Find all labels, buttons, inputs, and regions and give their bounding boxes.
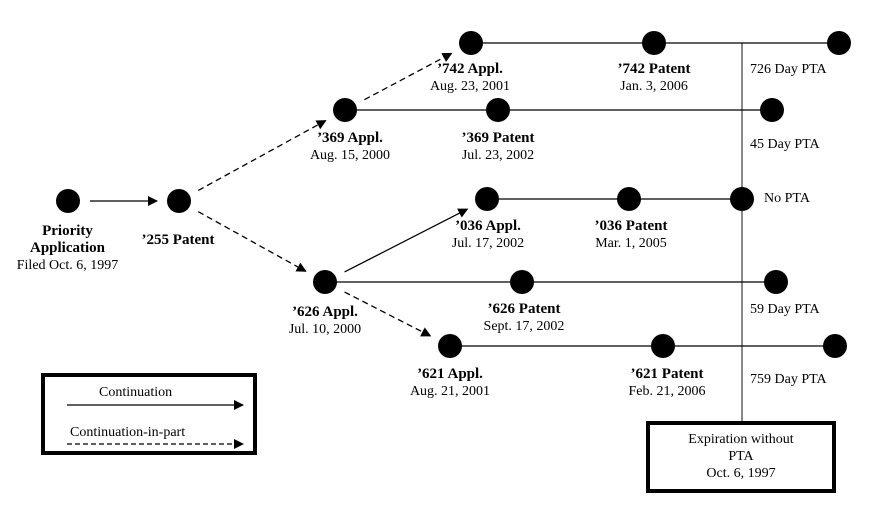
patent-255-label: ’255 Patent <box>141 232 215 248</box>
node-p255 <box>167 189 191 213</box>
edge-p255-a626-arrow <box>197 211 307 272</box>
appl-626-label: ’626 Appl. Jul. 10, 2000 <box>288 304 362 337</box>
node-end626 <box>764 270 788 294</box>
node-p036 <box>617 187 641 211</box>
node-end369 <box>760 98 784 122</box>
edge-p255-a369-arrow <box>197 120 327 191</box>
node-p369 <box>486 98 510 122</box>
patent-621-label: ’621 Patent Feb. 21, 2006 <box>628 366 706 399</box>
patent-369-label: ’369 Patent Jul. 23, 2002 <box>461 130 535 163</box>
expiration-line2: PTA <box>728 449 754 464</box>
expiration-line1: Expiration without <box>688 432 794 447</box>
patent-626-label: ’626 Patent Sept. 17, 2002 <box>483 301 565 334</box>
node-p742 <box>642 31 666 55</box>
node-p626 <box>510 270 534 294</box>
node-end621 <box>823 334 847 358</box>
node-a369 <box>333 98 357 122</box>
appl-621-label: ’621 Appl. Aug. 21, 2001 <box>409 366 491 399</box>
legend-continuation-label: Continuation <box>99 385 173 400</box>
pta-742-label: 726 Day PTA <box>750 62 827 77</box>
node-p621 <box>651 334 675 358</box>
pta-036-label: No PTA <box>764 191 810 206</box>
node-end742 <box>827 31 851 55</box>
legend-box: Continuation Continuation-in-part <box>41 373 257 455</box>
appl-036-label: ’036 Appl. Jul. 17, 2002 <box>451 218 525 251</box>
edge-a626-a621-arrow <box>344 291 432 337</box>
patent-036-label: ’036 Patent Mar. 1, 2005 <box>594 218 668 251</box>
priority-application-label: Priority Application Filed Oct. 6, 1997 <box>16 223 119 273</box>
pta-369-label: 45 Day PTA <box>750 137 820 152</box>
node-a742 <box>459 31 483 55</box>
node-a626 <box>313 270 337 294</box>
node-a621 <box>438 334 462 358</box>
pta-626-label: 59 Day PTA <box>750 302 820 317</box>
node-a036 <box>475 187 499 211</box>
legend-cip-label: Continuation-in-part <box>70 425 186 440</box>
expiration-line3: Oct. 6, 1997 <box>706 466 776 481</box>
appl-742-label: ’742 Appl. Aug. 23, 2001 <box>429 61 511 94</box>
edge-a369-a742-arrow <box>364 52 453 101</box>
node-end036 <box>730 187 754 211</box>
node-priority <box>56 189 80 213</box>
edge-a626-a036-arrow <box>344 208 469 273</box>
expiration-box: Expiration without PTA Oct. 6, 1997 <box>646 421 836 493</box>
appl-369-label: ’369 Appl. Aug. 15, 2000 <box>309 130 391 163</box>
legend-arrows <box>67 400 244 449</box>
pta-621-label: 759 Day PTA <box>750 372 827 387</box>
patent-742-label: ’742 Patent Jan. 3, 2006 <box>617 61 691 94</box>
